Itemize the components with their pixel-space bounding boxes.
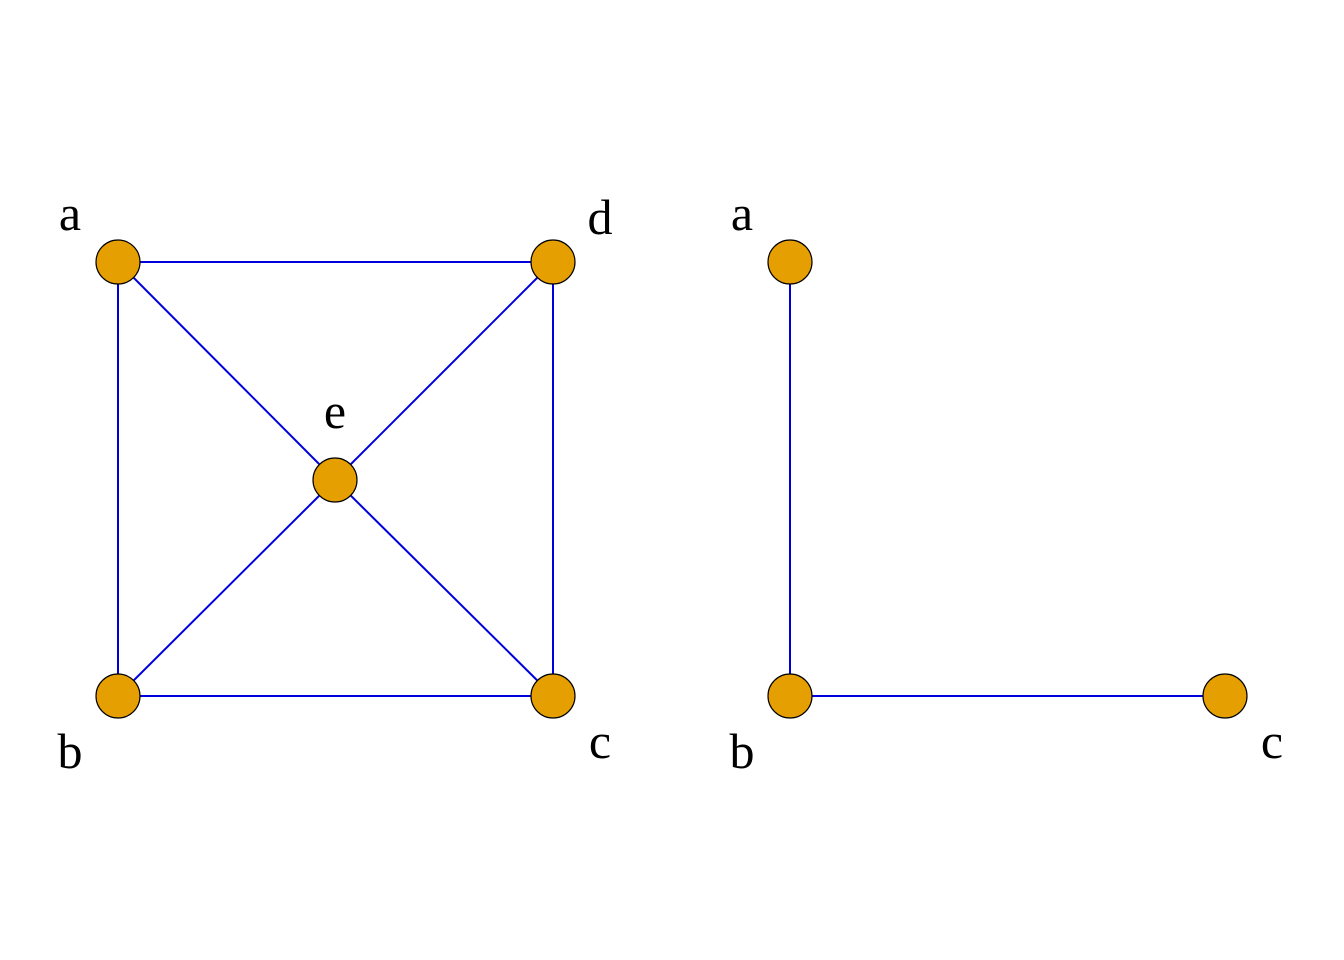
graph-right-nodes — [767, 239, 1248, 719]
graph-left-node-e — [312, 457, 358, 503]
graph-left-node-d — [530, 239, 576, 285]
graph-right-node-c — [1202, 673, 1248, 719]
graph-left-labels: a b c d e — [58, 185, 613, 779]
graph-left-node-label-d: d — [588, 189, 613, 245]
graph-left-edges — [117, 261, 554, 697]
graph-left-node-label-e: e — [324, 383, 346, 439]
graph-right: a b c — [730, 185, 1284, 779]
graph-left-node-label-a: a — [59, 185, 81, 241]
graph-right-edges — [789, 262, 1225, 697]
graph-left-node-a — [95, 239, 141, 285]
graph-right-labels: a b c — [730, 185, 1284, 779]
graph-left-node-b — [95, 673, 141, 719]
graph-left-node-c — [530, 673, 576, 719]
graph-right-node-label-c: c — [1261, 713, 1283, 769]
graph-left-edge-a-e — [117, 261, 336, 481]
graph-left-edge-e-b — [117, 479, 336, 697]
graph-right-node-a — [767, 239, 813, 285]
graph-left-edge-d-e — [334, 261, 554, 481]
graph-left-node-label-c: c — [589, 713, 611, 769]
graph-right-node-label-a: a — [731, 185, 753, 241]
graph-right-node-label-b: b — [730, 723, 755, 779]
graph-left: a b c d e — [58, 185, 613, 779]
graph-left-nodes — [95, 239, 576, 719]
graph-right-node-b — [767, 673, 813, 719]
graph-left-edge-e-c — [334, 479, 554, 697]
graph-left-node-label-b: b — [58, 723, 83, 779]
